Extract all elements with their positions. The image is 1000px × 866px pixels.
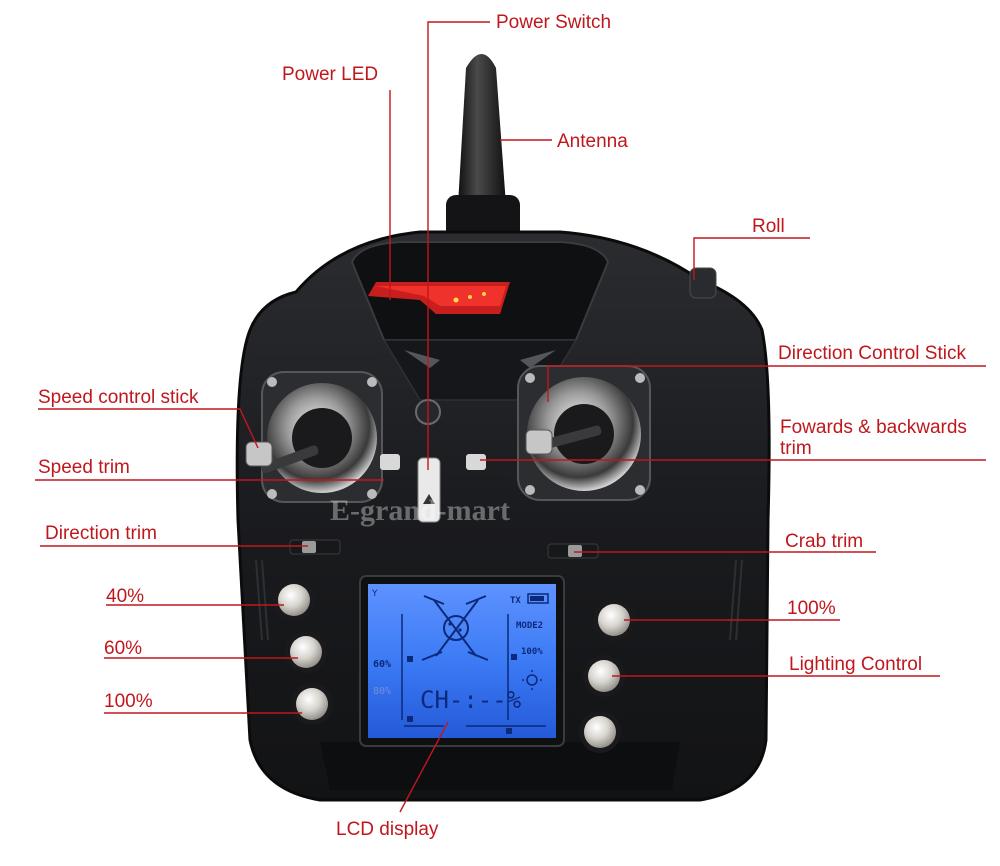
lcd-mode: MODE2 [516, 621, 543, 631]
lcd-channel: CH-:--% [420, 686, 522, 714]
svg-text:Y: Y [371, 589, 378, 599]
speed-control-stick[interactable] [245, 441, 320, 474]
watermark: E-grand-mart [330, 494, 510, 527]
antenna [446, 54, 520, 240]
direction-control-stick[interactable] [525, 425, 602, 455]
direction-control-stick-label: Direction Control Stick [778, 343, 966, 364]
rate-100-right-label: 100% [787, 598, 836, 619]
lighting-control-label: Lighting Control [789, 654, 923, 675]
speed-control-gimbal [261, 371, 383, 503]
rate-100-left-label: 100% [104, 691, 153, 712]
antenna-label: Antenna [557, 131, 628, 152]
battery-icon [527, 593, 549, 604]
lcd-tx: TX [510, 596, 521, 606]
roll-button[interactable] [689, 267, 717, 299]
lcd-display: Y [359, 575, 565, 747]
lcd-rate-80: 80% [373, 686, 391, 697]
rate-60-label: 60% [104, 638, 143, 659]
crab-trim-switch[interactable] [547, 543, 599, 559]
rate-40-label: 40% [106, 586, 145, 607]
callout-lines [35, 21, 986, 813]
speed-trim-switch[interactable] [380, 454, 400, 470]
drone-icon [421, 595, 489, 661]
rate-60-button[interactable] [285, 631, 327, 673]
power-led [453, 297, 459, 303]
lcd-trim-bars [401, 614, 546, 727]
rate-40-button[interactable] [273, 579, 315, 621]
power-led-label: Power LED [282, 64, 379, 85]
forward-backward-trim-label-line1: Fowards & backwards [780, 417, 967, 438]
light-icon [522, 670, 542, 690]
rate-100-left-button[interactable] [291, 683, 333, 725]
direction-trim-label: Direction trim [45, 523, 157, 544]
extra-right-button[interactable] [579, 711, 621, 753]
lcd-rate-60: 60% [373, 659, 391, 670]
lcd-rate: 100% [521, 647, 543, 657]
power-led-bar [368, 282, 510, 314]
speed-trim-label: Speed trim [38, 457, 130, 478]
direction-trim-switch[interactable] [289, 539, 341, 555]
roll-label: Roll [752, 216, 785, 237]
power-switch-label: Power Switch [496, 12, 612, 33]
rate-100-right-button[interactable] [593, 599, 635, 641]
speed-control-stick-label: Speed control stick [38, 387, 199, 408]
forward-backward-trim-label-line2: trim [780, 438, 812, 459]
lighting-control-button[interactable] [583, 655, 625, 697]
forward-backward-trim-switch[interactable] [466, 454, 486, 470]
crab-trim-label: Crab trim [785, 531, 864, 552]
lcd-display-label: LCD display [336, 819, 439, 840]
